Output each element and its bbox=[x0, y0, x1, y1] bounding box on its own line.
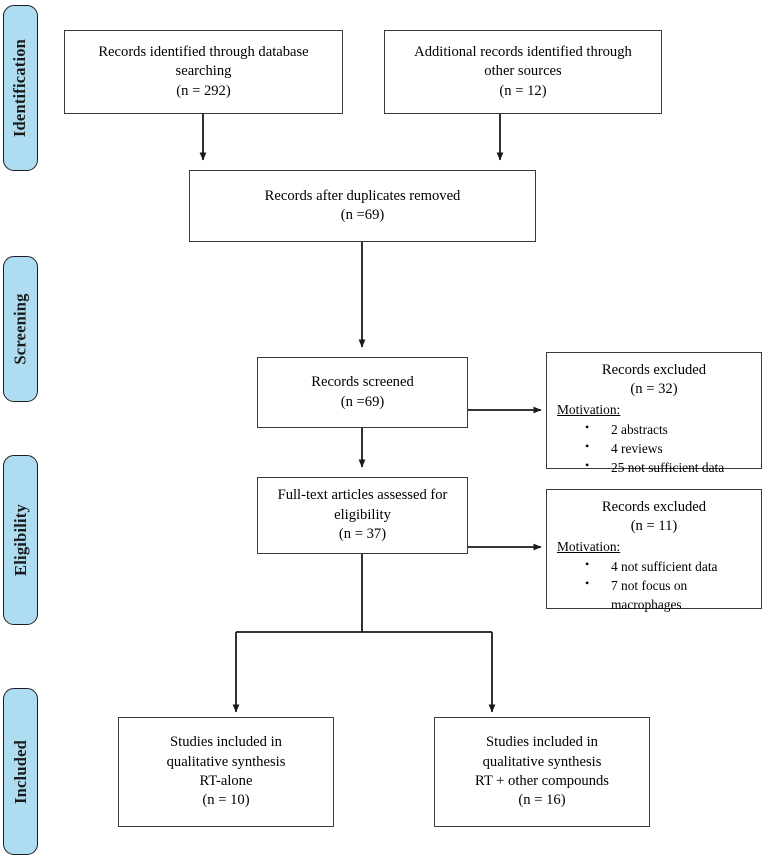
box-fulltext-articles-assessed: Full-text articles assessed for eligibil… bbox=[257, 477, 468, 554]
motivation-reason: 4 reviews bbox=[611, 440, 663, 456]
box-studies-included-rt-other-compounds: Studies included in qualitative synthesi… bbox=[434, 717, 650, 827]
box-records-after-duplicates-removed: Records after duplicates removed (n =69) bbox=[189, 170, 536, 242]
box-line: Studies included in bbox=[486, 734, 598, 751]
stage-label-eligibility: Eligibility bbox=[10, 504, 30, 576]
stage-pill-screening: Screening bbox=[3, 256, 38, 402]
box-line: Records after duplicates removed bbox=[264, 187, 461, 204]
bullet-icon: • bbox=[585, 556, 590, 571]
bullet-icon: • bbox=[585, 575, 590, 590]
box-line: RT + other compounds bbox=[475, 773, 609, 789]
stage-pill-included: Included bbox=[3, 688, 38, 855]
box-records-identified-database: Records identified through database sear… bbox=[64, 30, 343, 114]
box-line: Records excluded bbox=[601, 499, 707, 515]
bullet-icon: • bbox=[585, 419, 590, 434]
box-line: Records identified through database bbox=[98, 43, 309, 60]
box-line: Studies included in bbox=[170, 734, 282, 751]
motivation-reason: 7 not focus on macrophages bbox=[611, 577, 688, 612]
box-line: searching bbox=[175, 63, 232, 80]
box-line: other sources bbox=[484, 63, 562, 80]
motivation-list: • 4 not sufficient data • 7 not focus on… bbox=[555, 557, 753, 614]
box-studies-included-rt-alone: Studies included in qualitative synthesi… bbox=[118, 717, 334, 827]
box-line: eligibility bbox=[334, 506, 391, 523]
box-line: Records excluded bbox=[601, 362, 707, 378]
stage-label-included: Included bbox=[10, 739, 30, 804]
box-additional-records-other-sources: Additional records identified through ot… bbox=[384, 30, 662, 114]
motivation-reason: 4 not sufficient data bbox=[611, 558, 718, 574]
box-line: (n =69) bbox=[340, 393, 385, 410]
motivation-list: • 2 abstracts • 4 reviews • 25 not suffi… bbox=[555, 420, 753, 477]
bullet-icon: • bbox=[585, 457, 590, 472]
list-item: • 4 reviews bbox=[555, 439, 753, 458]
list-item: • 25 not sufficient data bbox=[555, 458, 753, 477]
stage-pill-identification: Identification bbox=[3, 5, 38, 171]
box-line: qualitative synthesis bbox=[482, 753, 602, 770]
box-line: (n =69) bbox=[340, 207, 385, 223]
motivation-reason: 2 abstracts bbox=[611, 421, 668, 437]
box-line: (n = 11) bbox=[630, 517, 678, 534]
stage-label-screening: Screening bbox=[10, 293, 30, 365]
box-records-screened: Records screened (n =69) bbox=[257, 357, 468, 428]
box-line: RT-alone bbox=[199, 773, 253, 789]
box-records-excluded-eligibility: Records excluded (n = 11) Motivation: • … bbox=[546, 489, 762, 612]
box-line: Full-text articles assessed for bbox=[277, 487, 448, 504]
stage-pill-eligibility: Eligibility bbox=[3, 455, 38, 625]
excluded-heading: Records excluded (n = 11) bbox=[555, 498, 753, 536]
stage-label-identification: Identification bbox=[10, 38, 30, 138]
box-line: Records screened bbox=[311, 374, 414, 391]
excluded-heading: Records excluded (n = 32) bbox=[555, 361, 753, 399]
motivation-label: Motivation: bbox=[557, 401, 621, 417]
box-line: (n = 292) bbox=[176, 82, 231, 99]
bullet-icon: • bbox=[585, 438, 590, 453]
box-line: Additional records identified through bbox=[414, 43, 632, 60]
box-line: (n = 37) bbox=[338, 526, 387, 543]
box-line: qualitative synthesis bbox=[166, 753, 286, 770]
box-line: (n = 12) bbox=[499, 82, 547, 99]
list-item: • 7 not focus on macrophages bbox=[555, 576, 753, 614]
list-item: • 2 abstracts bbox=[555, 420, 753, 439]
box-line: (n = 16) bbox=[518, 792, 566, 809]
box-line: (n = 32) bbox=[630, 380, 678, 397]
box-line: (n = 10) bbox=[202, 792, 250, 809]
motivation-label: Motivation: bbox=[557, 538, 621, 554]
box-records-excluded-screening: Records excluded (n = 32) Motivation: • … bbox=[546, 352, 762, 475]
motivation-reason: 25 not sufficient data bbox=[611, 459, 725, 475]
list-item: • 4 not sufficient data bbox=[555, 557, 753, 576]
